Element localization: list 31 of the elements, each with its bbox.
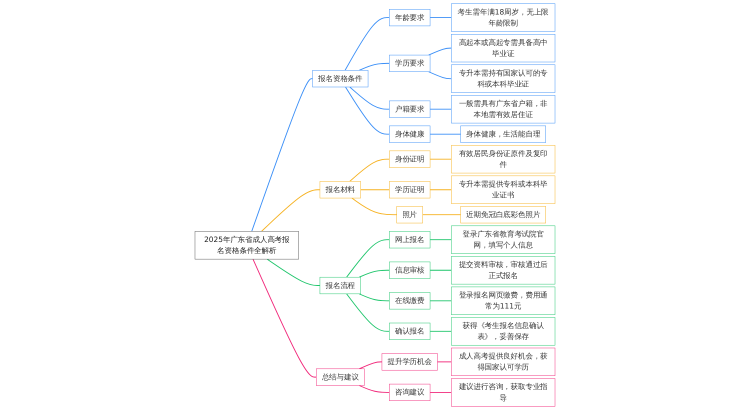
- connector: [430, 270, 452, 271]
- connector: [349, 158, 390, 182]
- connector: [437, 361, 452, 362]
- connector: [430, 392, 452, 393]
- connector: [345, 86, 390, 135]
- connector: [430, 239, 452, 240]
- connector: [346, 239, 390, 278]
- connector: [358, 293, 390, 302]
- connector: [430, 300, 452, 302]
- connector: [422, 214, 462, 216]
- connector: [252, 258, 317, 378]
- connector: [346, 293, 390, 332]
- connector: [358, 361, 382, 370]
- connector: [430, 17, 452, 18]
- connector: [351, 198, 398, 216]
- connector: [344, 17, 390, 71]
- connector: [430, 134, 462, 135]
- connector: [430, 189, 452, 190]
- connector: [360, 189, 390, 190]
- connector: [349, 86, 390, 110]
- connector: [261, 189, 320, 232]
- connector: [430, 330, 452, 332]
- connector: [266, 258, 320, 286]
- connector: [430, 158, 452, 160]
- connector: [428, 71, 452, 80]
- connector: [358, 270, 390, 278]
- connector: [430, 108, 452, 110]
- connector: [428, 48, 452, 56]
- connector: [251, 78, 313, 232]
- connector: [358, 385, 390, 393]
- connector: [358, 62, 390, 71]
